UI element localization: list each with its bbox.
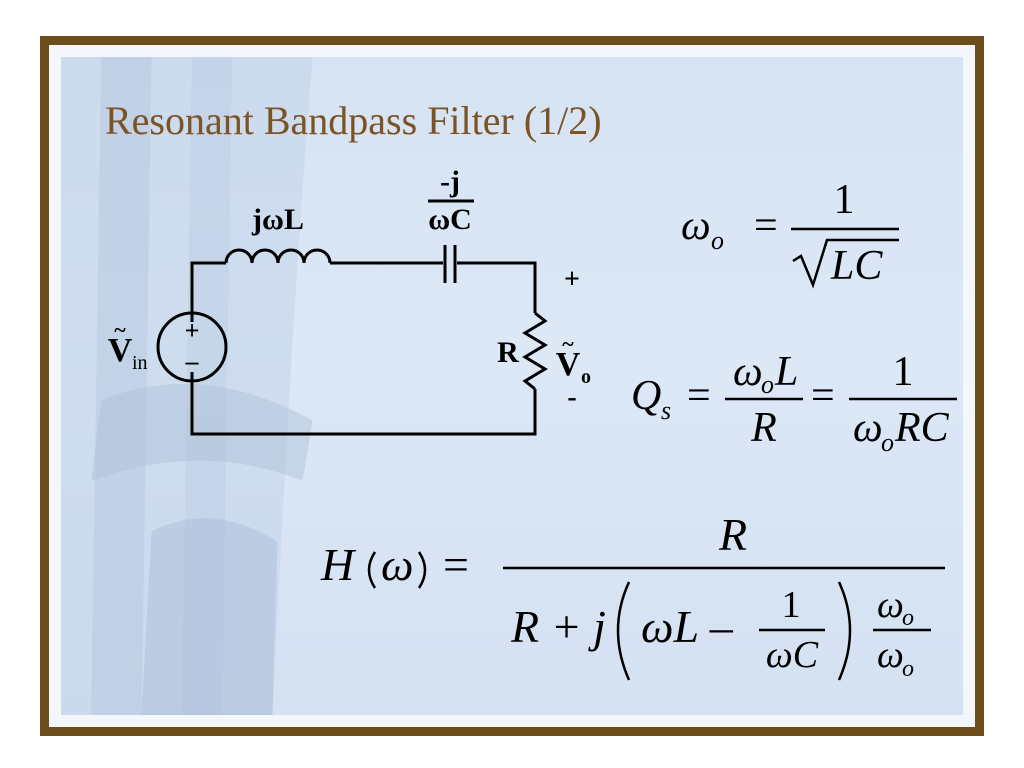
vin-symbol: V <box>108 332 133 369</box>
wire-left-top <box>190 261 226 322</box>
qs-equals-2: = <box>811 373 835 419</box>
slide-panel: Resonant Bandpass Filter (1/2) jωL -j ωC… <box>61 57 963 715</box>
vo-tilde: ~ <box>562 331 574 356</box>
qs-lhs: Q <box>631 373 661 419</box>
h-lhs-arg: ω <box>381 539 413 590</box>
quality-factor-equation: Q s = ω o L R = 1 ω o RC <box>631 349 957 457</box>
h-numerator: R <box>718 509 747 560</box>
capacitor-label-numerator: -j <box>440 165 460 198</box>
h-inner-denominator: ωC <box>766 634 819 676</box>
h-den-omega-l: ωL – <box>641 601 734 652</box>
h-den-r-plus-j: R + j <box>510 601 606 652</box>
h-paren-right <box>417 551 427 589</box>
sqrt-sign <box>792 238 899 289</box>
inductor-coil <box>224 248 332 264</box>
qs-frac1-den: R <box>750 405 777 451</box>
h-den-paren-right <box>837 581 852 681</box>
wire-bottom <box>190 372 537 436</box>
source-plus-sign: + <box>185 316 200 345</box>
voltage-source-circle <box>156 311 228 383</box>
qs-equals-1: = <box>687 373 711 419</box>
h-equals: = <box>443 539 469 590</box>
qs-frac2-den-omega: ω <box>853 405 883 451</box>
omega-o-radicand: LC <box>830 243 883 289</box>
output-minus-sign: - <box>567 382 576 413</box>
capacitor-label-denominator: ωC <box>428 203 472 236</box>
qs-frac1-num-subscript: o <box>761 370 774 399</box>
transfer-function-equation: H ω = R R + j ωL – 1 ωC ω o ω o <box>320 509 945 682</box>
omega-o-lhs-subscript: o <box>711 226 724 255</box>
column-background-art <box>61 57 313 715</box>
output-plus-sign: + <box>564 264 580 295</box>
qs-frac1-num-omega: ω <box>733 349 763 395</box>
vin-tilde: ~ <box>114 317 126 342</box>
h-ratio-numerator-omega: ω <box>877 584 904 626</box>
h-ratio-numerator-subscript: o <box>902 605 914 631</box>
slide-frame: Resonant Bandpass Filter (1/2) jωL -j ωC… <box>40 36 984 736</box>
qs-lhs-subscript: s <box>661 396 671 425</box>
qs-frac2-den-rc: RC <box>894 405 950 451</box>
resistor-zigzag <box>522 311 548 391</box>
rlc-circuit-diagram: jωL -j ωC + – ~ V in R ~ V o + - <box>108 165 591 436</box>
h-ratio-denominator-omega: ω <box>877 634 904 676</box>
resonant-frequency-equation: ω o = 1 LC <box>681 177 899 289</box>
source-minus-sign: – <box>185 347 200 376</box>
resistor-label: R <box>497 336 519 369</box>
slide-title: Resonant Bandpass Filter (1/2) <box>105 98 602 143</box>
wire-top-right <box>457 261 537 313</box>
h-paren-left <box>367 551 377 589</box>
h-inner-numerator: 1 <box>782 584 801 626</box>
omega-o-equals: = <box>754 203 778 249</box>
qs-frac2-den-subscript: o <box>881 428 894 457</box>
vin-subscript: in <box>132 352 148 374</box>
inductor-label: jωL <box>251 203 304 236</box>
h-den-paren-left <box>616 581 631 681</box>
vo-subscript: o <box>581 366 591 388</box>
qs-frac2-num: 1 <box>893 349 914 395</box>
vo-symbol: V <box>556 346 581 383</box>
h-lhs: H <box>320 539 357 590</box>
qs-frac1-num-l: L <box>774 349 798 395</box>
omega-o-numerator: 1 <box>834 177 855 223</box>
omega-o-lhs: ω <box>681 203 711 249</box>
h-ratio-denominator-subscript: o <box>902 656 914 682</box>
